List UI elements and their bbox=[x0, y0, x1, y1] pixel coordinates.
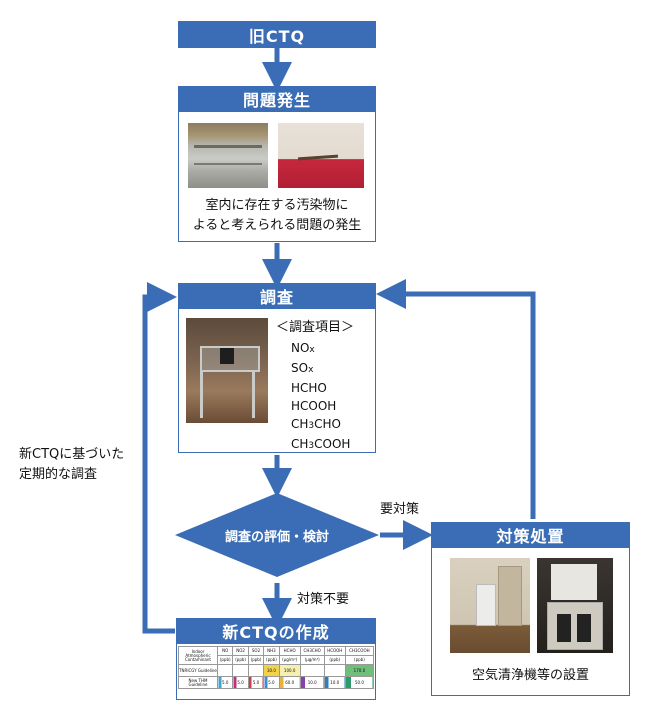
countermeasure-photo-left bbox=[450, 558, 530, 653]
table-cell bbox=[232, 664, 249, 677]
table-cell: 30.0 bbox=[263, 664, 280, 677]
table-cell bbox=[323, 664, 346, 677]
survey-title: 調査 bbox=[259, 288, 294, 307]
table-header-cell: NO2 bbox=[232, 646, 249, 656]
table-cell: 100.0 bbox=[278, 664, 301, 677]
table-cell: 10.0 bbox=[323, 676, 346, 689]
table-cell: 5.0 bbox=[247, 676, 265, 689]
new-ctq-title-bar: 新CTQの作成 bbox=[176, 618, 376, 644]
problem-title-bar: 問題発生 bbox=[178, 86, 376, 112]
periodic-survey-label: 新CTQに基づいた 定期的な調査 bbox=[19, 445, 124, 485]
problem-title: 問題発生 bbox=[242, 91, 311, 110]
table-header-cell: Indoor Atmospheric Contaminant bbox=[178, 646, 218, 665]
table-unit-cell: (ppb) bbox=[232, 655, 249, 665]
problem-caption-line2: よると考えられる問題の発生 bbox=[192, 218, 362, 233]
table-row-label: TNRICGY Guideline bbox=[178, 664, 218, 677]
survey-item-ch3cooh: CH3COOH bbox=[291, 437, 351, 451]
periodic-survey-line1: 新CTQに基づいた bbox=[19, 447, 125, 462]
table-row: TNRICGY Guideline 30.0 100.0 170.0 bbox=[178, 664, 374, 677]
periodic-survey-line2: 定期的な調査 bbox=[19, 467, 98, 482]
table-unit-cell: (ppb) bbox=[344, 655, 374, 665]
old-ctq-box: 旧CTQ bbox=[178, 21, 376, 48]
survey-photo bbox=[186, 318, 268, 423]
table-cell: 10.0 bbox=[299, 676, 325, 689]
problem-photo-right bbox=[278, 123, 364, 188]
table-cell bbox=[299, 664, 325, 677]
countermeasure-title-bar: 対策処置 bbox=[431, 522, 630, 548]
table-unit-cell: (ppb) bbox=[247, 655, 265, 665]
problem-caption: 室内に存在する汚染物に よると考えられる問題の発生 bbox=[178, 196, 376, 236]
table-cell bbox=[216, 664, 234, 677]
table-header-cell: HCOOH bbox=[323, 646, 346, 656]
survey-items-list: NOx SOx HCHO HCOOH CH3CHO CH3COOH bbox=[291, 339, 350, 455]
evaluation-diamond bbox=[175, 493, 379, 577]
new-ctq-table-wrap: Indoor Atmospheric Contaminant NO NO2 SO… bbox=[178, 646, 374, 696]
table-cell: 5.0 bbox=[263, 676, 280, 689]
table-row-label: New THM Guideline bbox=[178, 676, 218, 689]
countermeasure-title: 対策処置 bbox=[496, 527, 565, 546]
table-cell: 50.0 bbox=[344, 676, 374, 689]
no-action-label: 対策不要 bbox=[297, 592, 350, 607]
table-header-row: Indoor Atmospheric Contaminant NO NO2 SO… bbox=[178, 646, 374, 665]
arrow-countermeasure-to-survey bbox=[376, 279, 536, 519]
countermeasure-caption: 空気清浄機等の設置 bbox=[471, 668, 589, 683]
table-cell bbox=[247, 664, 265, 677]
table-header-cell: SO2 bbox=[247, 646, 265, 656]
table-row: New THM Guideline 5.0 5.0 5.0 5.0 60.0 1… bbox=[178, 676, 374, 689]
new-ctq-title: 新CTQの作成 bbox=[222, 623, 330, 642]
action-needed-label: 要対策 bbox=[380, 502, 420, 517]
evaluation-label: 調査の評価・検討 bbox=[224, 530, 329, 545]
table-header-cell: HCHO bbox=[278, 646, 301, 656]
problem-photo-left bbox=[188, 123, 268, 188]
survey-item-hcho: HCHO bbox=[291, 381, 327, 395]
table-header-cell: CH3CHO bbox=[299, 646, 325, 656]
survey-item-hcooh: HCOOH bbox=[291, 399, 337, 413]
table-unit-cell: (μg/m³) bbox=[278, 655, 301, 665]
problem-caption-line1: 室内に存在する汚染物に bbox=[205, 198, 349, 213]
table-cell: 60.0 bbox=[278, 676, 301, 689]
table-header-cell: NH3 bbox=[263, 646, 280, 656]
table-cell: 5.0 bbox=[232, 676, 249, 689]
arrow-newctq-to-survey bbox=[142, 282, 177, 634]
countermeasure-photo-right bbox=[537, 558, 613, 653]
new-ctq-table: Indoor Atmospheric Contaminant NO NO2 SO… bbox=[178, 646, 374, 689]
table-unit-cell: (ppb) bbox=[263, 655, 280, 665]
table-unit-cell: (ppb) bbox=[323, 655, 346, 665]
survey-title-bar: 調査 bbox=[178, 283, 376, 309]
table-unit-cell: (μg/m³) bbox=[299, 655, 325, 665]
survey-item-nox: NOx bbox=[291, 341, 315, 355]
table-cell: 5.0 bbox=[216, 676, 234, 689]
table-unit-cell: (ppb) bbox=[216, 655, 234, 665]
table-cell: 170.0 bbox=[344, 664, 374, 677]
survey-item-ch3cho: CH3CHO bbox=[291, 417, 341, 431]
old-ctq-label: 旧CTQ bbox=[248, 26, 306, 46]
table-header-cell: NO bbox=[216, 646, 234, 656]
survey-items-heading: ＜調査項目＞ bbox=[276, 320, 355, 335]
survey-item-sox: SOx bbox=[291, 361, 314, 375]
table-header-cell: CH3COOH bbox=[344, 646, 374, 656]
